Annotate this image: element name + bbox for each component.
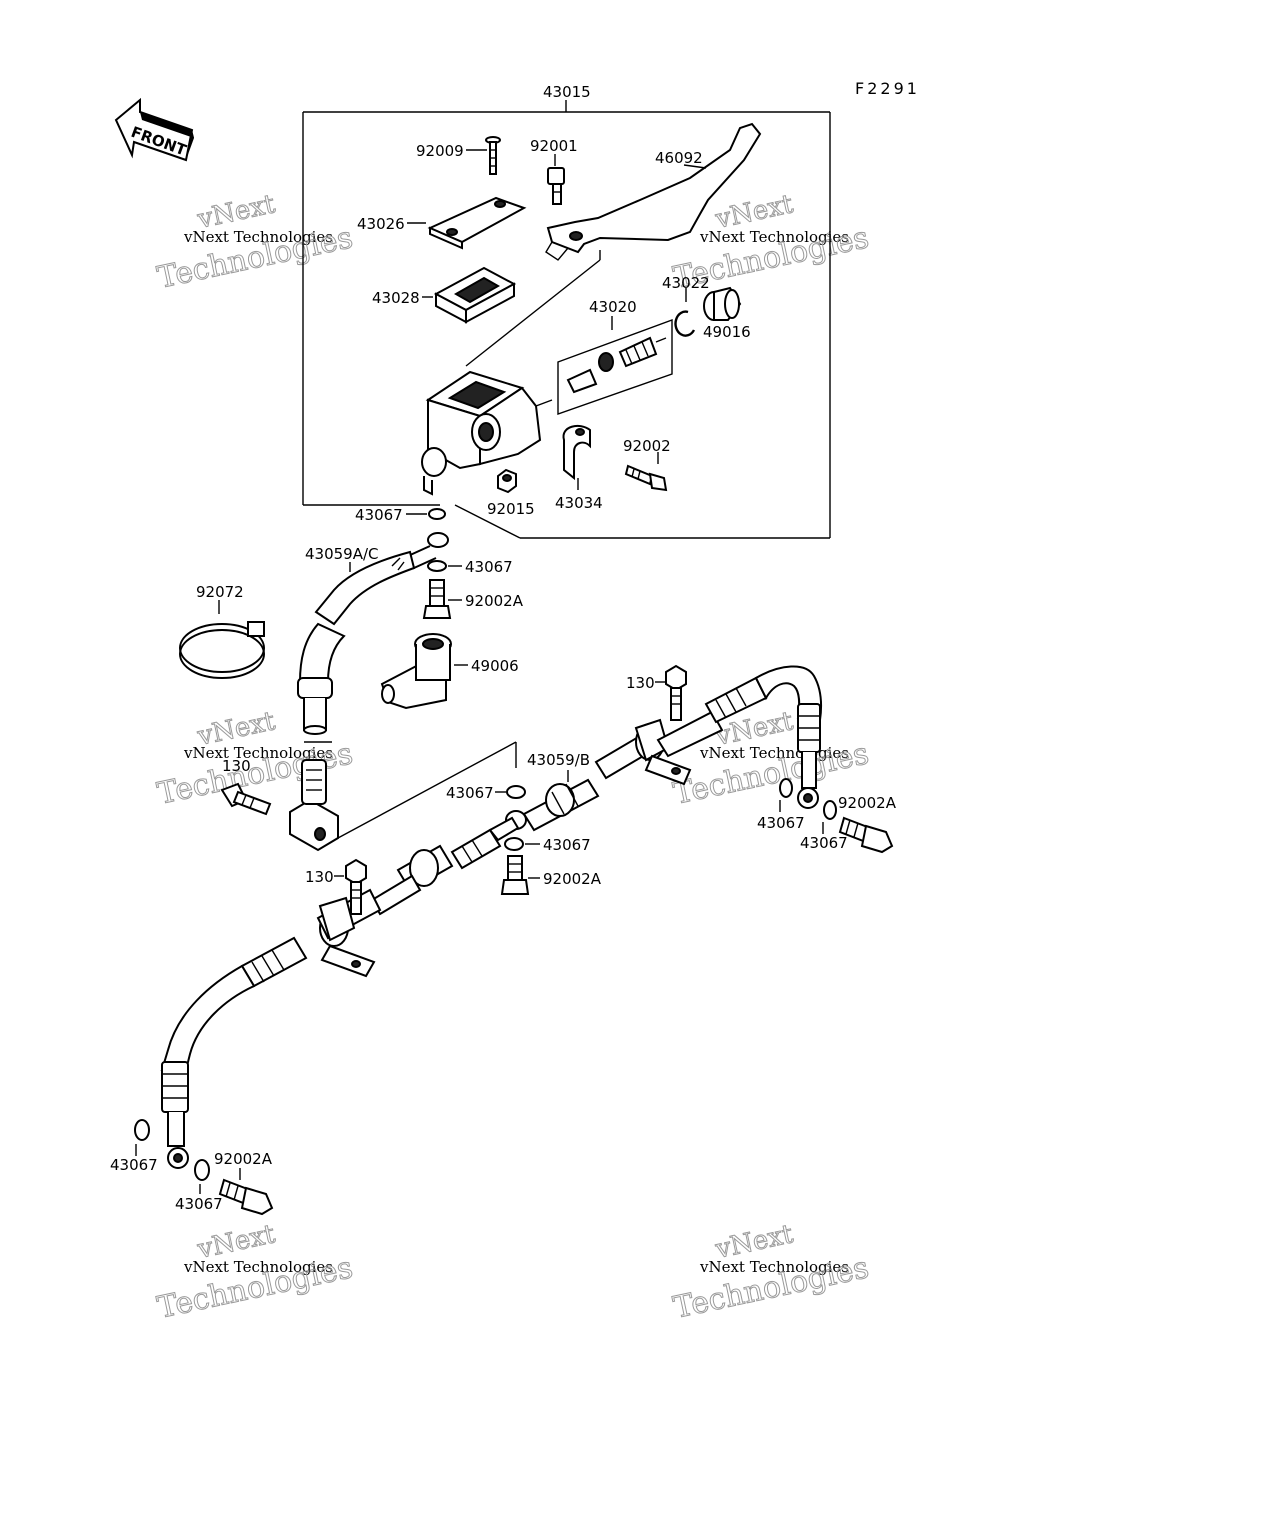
brake-hose-43059a xyxy=(297,532,449,735)
label-43026: 43026 xyxy=(357,215,405,233)
bolt-92002 xyxy=(624,464,668,492)
label-43067-e: 43067 xyxy=(800,834,848,852)
banjo-bolt-92002a xyxy=(218,1178,274,1216)
band-92072 xyxy=(179,621,265,679)
label-92002a-b: 92002A xyxy=(838,794,897,812)
label-43067-h: 43067 xyxy=(175,1195,223,1213)
label-92009: 92009 xyxy=(416,142,464,160)
washer-43067 xyxy=(506,785,526,799)
clamp-43034 xyxy=(562,424,591,481)
nut-92015 xyxy=(497,468,517,494)
watermark-small-text: vNext Technologies xyxy=(699,1258,849,1276)
watermark-small-text: vNext Technologies xyxy=(699,228,849,246)
bolt-130-b xyxy=(665,664,687,721)
washer-43067 xyxy=(134,1119,150,1141)
front-arrow-icon: FRONT xyxy=(114,97,194,162)
brake-hose-43059b xyxy=(594,665,823,809)
label-43022: 43022 xyxy=(662,274,710,292)
label-92002a-a: 92002A xyxy=(465,592,524,610)
washer-43067 xyxy=(823,800,837,820)
label-43020: 43020 xyxy=(589,298,637,316)
boot-49016 xyxy=(703,286,742,321)
label-43067-d: 43067 xyxy=(757,814,805,832)
label-43067-f: 43067 xyxy=(543,836,591,854)
label-43067-a: 43067 xyxy=(355,506,403,524)
label-49016: 49016 xyxy=(703,323,751,341)
hose-middle-fitting xyxy=(505,778,600,832)
label-43067-c: 43067 xyxy=(446,784,494,802)
bolt-92001 xyxy=(547,167,565,205)
label-43059b: 43059/B xyxy=(527,751,590,769)
bolt-130-a xyxy=(220,782,272,816)
banjo-bolt-92002a xyxy=(838,816,894,854)
label-43034: 43034 xyxy=(555,494,603,512)
banjo-bolt-92002a xyxy=(500,855,530,895)
brake-hose-lower xyxy=(160,816,520,1169)
watermark-small-text: vNext Technologies xyxy=(183,1258,333,1276)
washer-43067 xyxy=(779,778,793,798)
diaphragm-43028 xyxy=(433,266,517,324)
cap-43026 xyxy=(427,196,527,250)
watermark-top-right: vNext vNext Technologies Technologies xyxy=(670,189,872,297)
label-92002a-c: 92002A xyxy=(543,870,602,888)
watermark-top-left: vNext vNext Technologies Technologies xyxy=(154,189,356,297)
label-92015: 92015 xyxy=(487,500,535,518)
label-130-b: 130 xyxy=(626,674,655,692)
lever-46092 xyxy=(545,122,762,261)
label-43059ac: 43059A/C xyxy=(305,545,379,563)
bolt-130-c xyxy=(345,858,367,915)
label-43028: 43028 xyxy=(372,289,420,307)
label-43015: 43015 xyxy=(543,83,591,101)
watermark-bottom-right: vNext vNext Technologies Technologies xyxy=(670,1219,872,1327)
label-92002a-d: 92002A xyxy=(214,1150,273,1168)
label-49006: 49006 xyxy=(471,657,519,675)
label-92002: 92002 xyxy=(623,437,671,455)
grommet-49006 xyxy=(380,633,452,710)
assembly-frame xyxy=(302,100,831,539)
label-130-a: 130 xyxy=(222,757,251,775)
master-cylinder-body xyxy=(421,370,553,496)
washer-43067 xyxy=(428,508,446,520)
washer-43067 xyxy=(194,1159,210,1181)
circlip-43022 xyxy=(674,310,696,337)
label-130-c: 130 xyxy=(305,868,334,886)
label-43067-g: 43067 xyxy=(110,1156,158,1174)
figure-code: F2291 xyxy=(855,79,920,98)
label-43067-b: 43067 xyxy=(465,558,513,576)
label-46092: 46092 xyxy=(655,149,703,167)
screw-92009 xyxy=(485,136,501,175)
label-92072: 92072 xyxy=(196,583,244,601)
hose-joint-block xyxy=(289,759,339,852)
label-92001: 92001 xyxy=(530,137,578,155)
banjo-bolt-92002a xyxy=(422,579,452,619)
washer-43067 xyxy=(504,837,524,851)
watermark-bottom-left: vNext vNext Technologies Technologies xyxy=(154,1219,356,1327)
watermark-small-text: vNext Technologies xyxy=(183,228,333,246)
watermark-small-text: vNext Technologies xyxy=(183,744,333,762)
washer-43067 xyxy=(427,560,447,572)
piston-kit-43020 xyxy=(557,318,673,415)
